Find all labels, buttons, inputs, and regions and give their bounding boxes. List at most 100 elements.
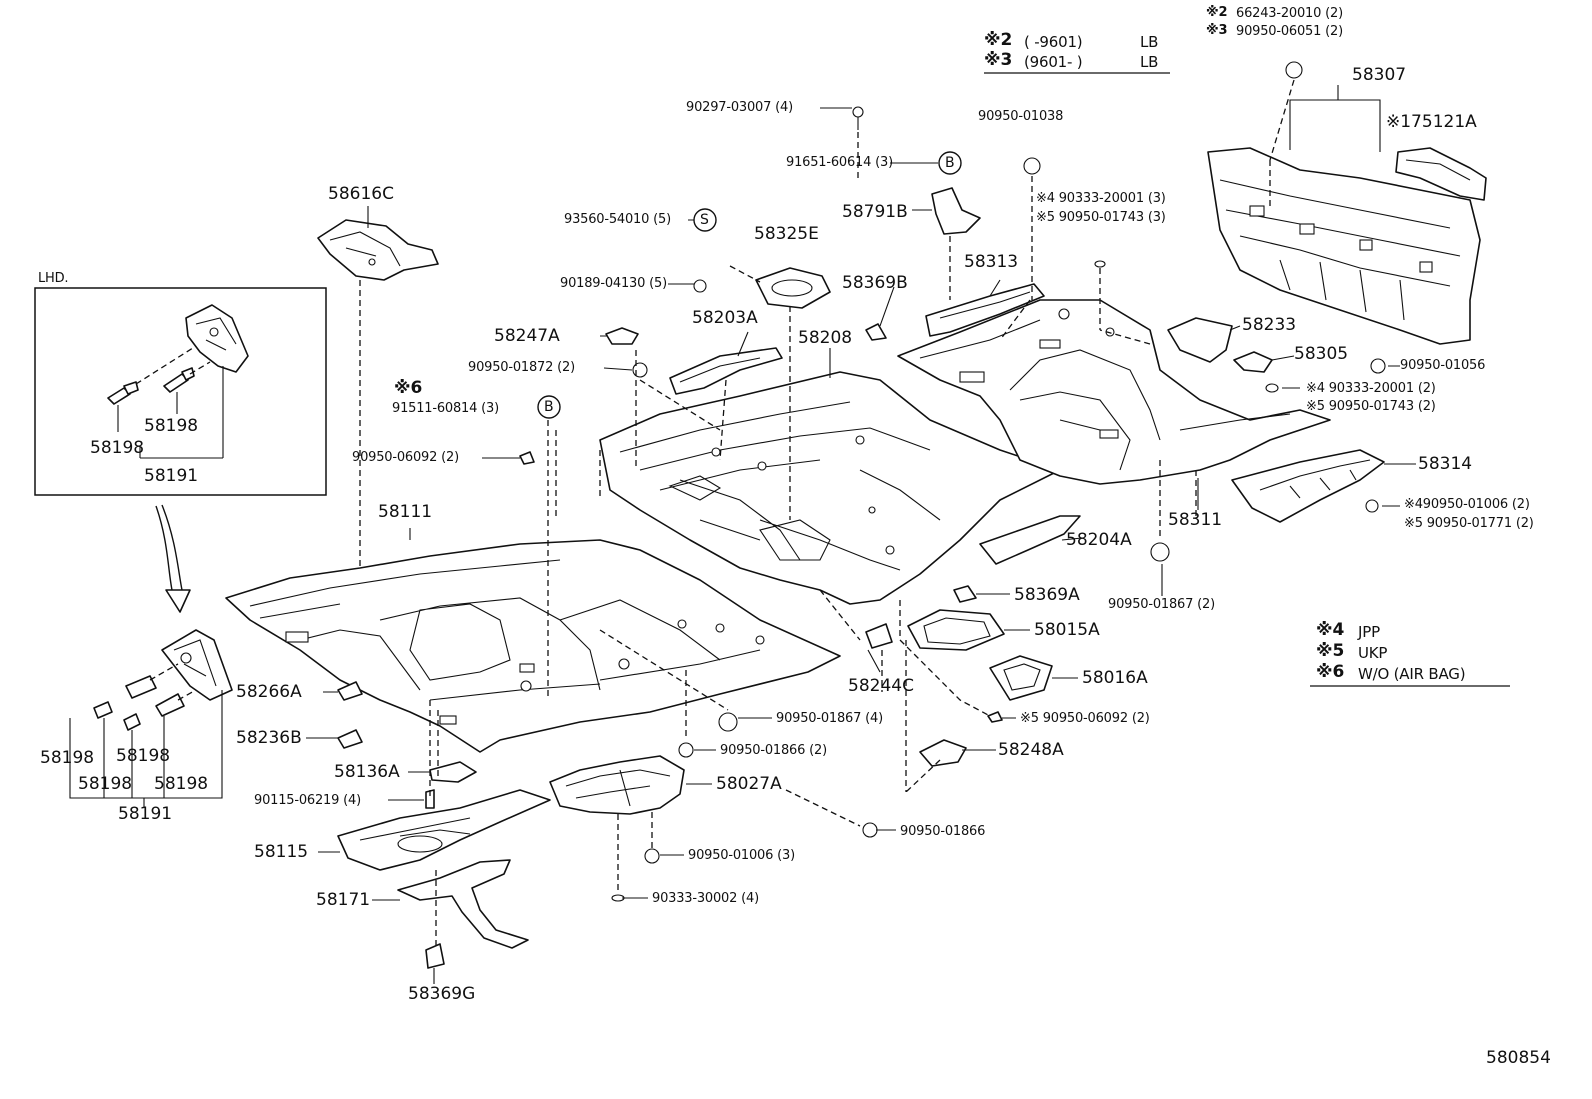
note-3-mark: ※3	[984, 50, 1013, 70]
symbol-b-left: B	[544, 399, 554, 415]
circled-b-symbol-top	[938, 151, 962, 175]
part-58233-shape	[1167, 317, 1233, 363]
callout-90950-01743-b: ※5 90950-01743 (2)	[1306, 399, 1436, 414]
callout-58115: 58115	[254, 842, 309, 862]
callout-91651-60614: 91651-60614 (3)	[786, 155, 893, 170]
callout-58616c: 58616C	[328, 184, 394, 204]
callout-58369g: 58369G	[408, 984, 476, 1004]
callout-58247a: 58247A	[494, 326, 560, 346]
callout-90333-20001-a: ※4 90333-20001 (3)	[1036, 191, 1166, 206]
part-58325e-shape	[755, 267, 831, 309]
part-58136a-shape	[429, 761, 477, 783]
callout-58266a: 58266A	[236, 682, 302, 702]
callout-90950-01056: 90950-01056	[1400, 358, 1486, 373]
callout-58369b: 58369B	[842, 273, 908, 293]
callout-90950-01867-a: 90950-01867 (2)	[1108, 597, 1215, 612]
callout-58244c: 58244C	[848, 676, 914, 696]
callout-58015a: 58015A	[1034, 620, 1100, 640]
callout-58369a: 58369A	[1014, 585, 1080, 605]
part-58244c-shape	[865, 623, 893, 649]
callout-90297-03007: 90297-03007 (4)	[686, 100, 793, 115]
diagram-id: 580854	[1486, 1048, 1551, 1068]
fasteners	[425, 61, 1386, 902]
circled-b-symbol-left	[537, 395, 561, 419]
part-58369g-shape	[425, 943, 445, 969]
legend-6-label: W/O (AIR BAG)	[1358, 665, 1466, 683]
callout-58307: 58307	[1352, 65, 1407, 85]
note-2-suffix: LB	[1140, 33, 1159, 51]
callout-90189-04130: 90189-04130 (5)	[560, 276, 667, 291]
callout-90333-30002: 90333-30002 (4)	[652, 891, 759, 906]
part-58616c-shape	[317, 219, 439, 281]
note-2-range: ( -9601)	[1024, 33, 1083, 51]
lhd-inset-frame	[34, 287, 327, 496]
callout-93560-54010: 93560-54010 (5)	[564, 212, 671, 227]
part-58204a-shape	[979, 515, 1081, 565]
callout-58198-a: 58198	[40, 748, 95, 768]
tr-note-2-part: 90950-06051 (2)	[1236, 24, 1343, 39]
part-58248a-shape	[919, 739, 967, 767]
legend-6-mark: ※6	[1316, 662, 1345, 682]
symbol-b-top: B	[945, 155, 955, 171]
inset-part-58198-b: 58198	[144, 416, 199, 436]
part-58171-shape	[397, 859, 529, 949]
callout-90950-01771: ※5 90950-01771 (2)	[1404, 516, 1534, 531]
callout-58325e: 58325E	[754, 224, 819, 244]
legend-4-label: JPP	[1358, 623, 1380, 641]
note-3-suffix: LB	[1140, 53, 1159, 71]
callout-58236b: 58236B	[236, 728, 302, 748]
callout-90115-06219: 90115-06219 (4)	[254, 793, 361, 808]
part-58314-shape	[1231, 449, 1385, 523]
callout-90950-01038: 90950-01038	[978, 109, 1064, 124]
callout-90950-01867-b: 90950-01867 (4)	[776, 711, 883, 726]
callout-175121a: ※175121A	[1386, 112, 1477, 132]
part-58111-shape	[225, 539, 841, 753]
part-58115-shape	[337, 789, 551, 871]
callout-90950-01006-b: 90950-01006 (3)	[688, 848, 795, 863]
callout-90950-01872: 90950-01872 (2)	[468, 360, 575, 375]
part-58305-shape	[1233, 351, 1273, 373]
callout-58198-d: 58198	[154, 774, 209, 794]
inset-title: LHD.	[38, 271, 69, 286]
part-58236b-shape	[337, 729, 363, 749]
inset-arrow	[155, 504, 191, 613]
legend-5-mark: ※5	[1316, 641, 1345, 661]
callout-58208: 58208	[798, 328, 853, 348]
callout-90333-20001-b: ※4 90333-20001 (2)	[1306, 381, 1436, 396]
callout-58233: 58233	[1242, 315, 1297, 335]
part-58313-shape	[925, 283, 1045, 337]
callout-90950-06092-b: ※5 90950-06092 (2)	[1020, 711, 1150, 726]
note-3-range: (9601- )	[1024, 53, 1083, 71]
callout-58171: 58171	[316, 890, 371, 910]
tr-note-2-mark: ※3	[1206, 23, 1228, 38]
part-58369b-shape	[865, 323, 887, 341]
callout-90950-06092-a: 90950-06092 (2)	[352, 450, 459, 465]
symbol-s: S	[700, 212, 709, 228]
part-58027a-shape	[549, 755, 685, 815]
callout-58027a: 58027A	[716, 774, 782, 794]
part-58266a-shape	[337, 681, 363, 701]
inset-bracket-shape	[185, 304, 249, 373]
part-58311-shape	[897, 299, 1331, 485]
callout-58313: 58313	[964, 252, 1019, 272]
callout-90950-01866-b: 90950-01866	[900, 824, 986, 839]
assembly-dashes	[429, 79, 1295, 950]
callout-58314: 58314	[1418, 454, 1473, 474]
callout-90950-01743-a: ※5 90950-01743 (3)	[1036, 210, 1166, 225]
circled-s-symbol	[693, 208, 717, 232]
callout-58204a: 58204A	[1066, 530, 1132, 550]
callout-58198-b: 58198	[116, 746, 171, 766]
inset-bolts	[107, 345, 211, 405]
legend-5-label: UKP	[1358, 644, 1388, 662]
inset-part-58191: 58191	[144, 466, 199, 486]
callout-note-6-mark: ※6	[394, 378, 423, 398]
part-58208-shape	[599, 371, 1061, 605]
callout-58311: 58311	[1168, 510, 1223, 530]
leaders	[306, 85, 1416, 984]
callout-58791b: 58791B	[842, 202, 908, 222]
tr-note-1-part: 66243-20010 (2)	[1236, 6, 1343, 21]
legend-4-mark: ※4	[1316, 620, 1345, 640]
lower-left-bracket-shape	[93, 629, 233, 731]
callout-58191: 58191	[118, 804, 173, 824]
